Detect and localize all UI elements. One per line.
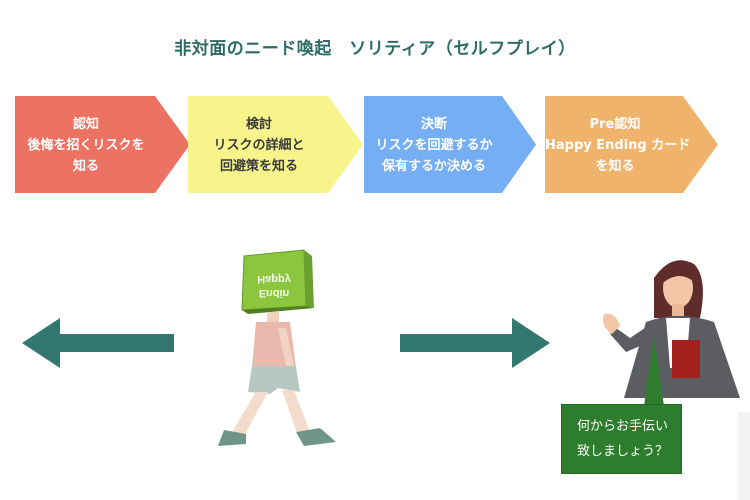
step-awareness-title: 認知 (72, 117, 99, 132)
step-decision-title: 決断 (420, 117, 447, 132)
step-consideration-title: 検討 (245, 117, 272, 132)
step-decision-line: リスクを回避するか (375, 138, 493, 153)
step-decision: 決断 リスクを回避するか 保有するか決める (364, 96, 536, 193)
step-decision-line: 保有するか決める (381, 159, 486, 174)
step-consideration-line: リスクの詳細と (213, 138, 305, 153)
speech-bubble-text: 致しましょう？ (576, 444, 668, 459)
step-pre-awareness-line: を知る (595, 159, 635, 174)
step-awareness-line: 後悔を招くリスクを (27, 138, 145, 153)
step-chevron-shape (545, 96, 718, 193)
speech-bubble: 何からお手伝い 致しましょう？ (561, 404, 682, 474)
step-awareness: 認知 後悔を招くリスクを 知る (15, 96, 190, 193)
side-panel (738, 412, 750, 500)
step-consideration-line: 回避策を知る (219, 159, 298, 174)
step-awareness-line: 知る (72, 159, 99, 174)
step-chevron-shape (15, 96, 190, 193)
right-arrow (398, 318, 550, 368)
businesswoman-illustration (603, 260, 740, 398)
step-chevron-shape (364, 96, 536, 193)
step-pre-awareness-line: Happy Ending カード (545, 138, 691, 153)
book-cover-text: Endin (259, 287, 290, 299)
step-chevron-shape (188, 96, 363, 193)
step-consideration: 検討 リスクの詳細と 回避策を知る (188, 96, 363, 193)
step-pre-awareness-title: Pre認知 (589, 117, 641, 132)
book-cover-text: Happy (257, 273, 292, 285)
page-title: 非対面のニード喚起 ソリティア（セルフプレイ） (174, 39, 576, 59)
walking-person-image: Happy Endin (174, 236, 400, 461)
speech-bubble-text: 何からお手伝い (576, 419, 668, 434)
speech-bubble-tail (644, 336, 664, 406)
left-arrow (22, 318, 180, 368)
step-pre-awareness: Pre認知 Happy Ending カード を知る (545, 96, 718, 193)
walking-person-illustration: Happy Endin (218, 249, 336, 446)
